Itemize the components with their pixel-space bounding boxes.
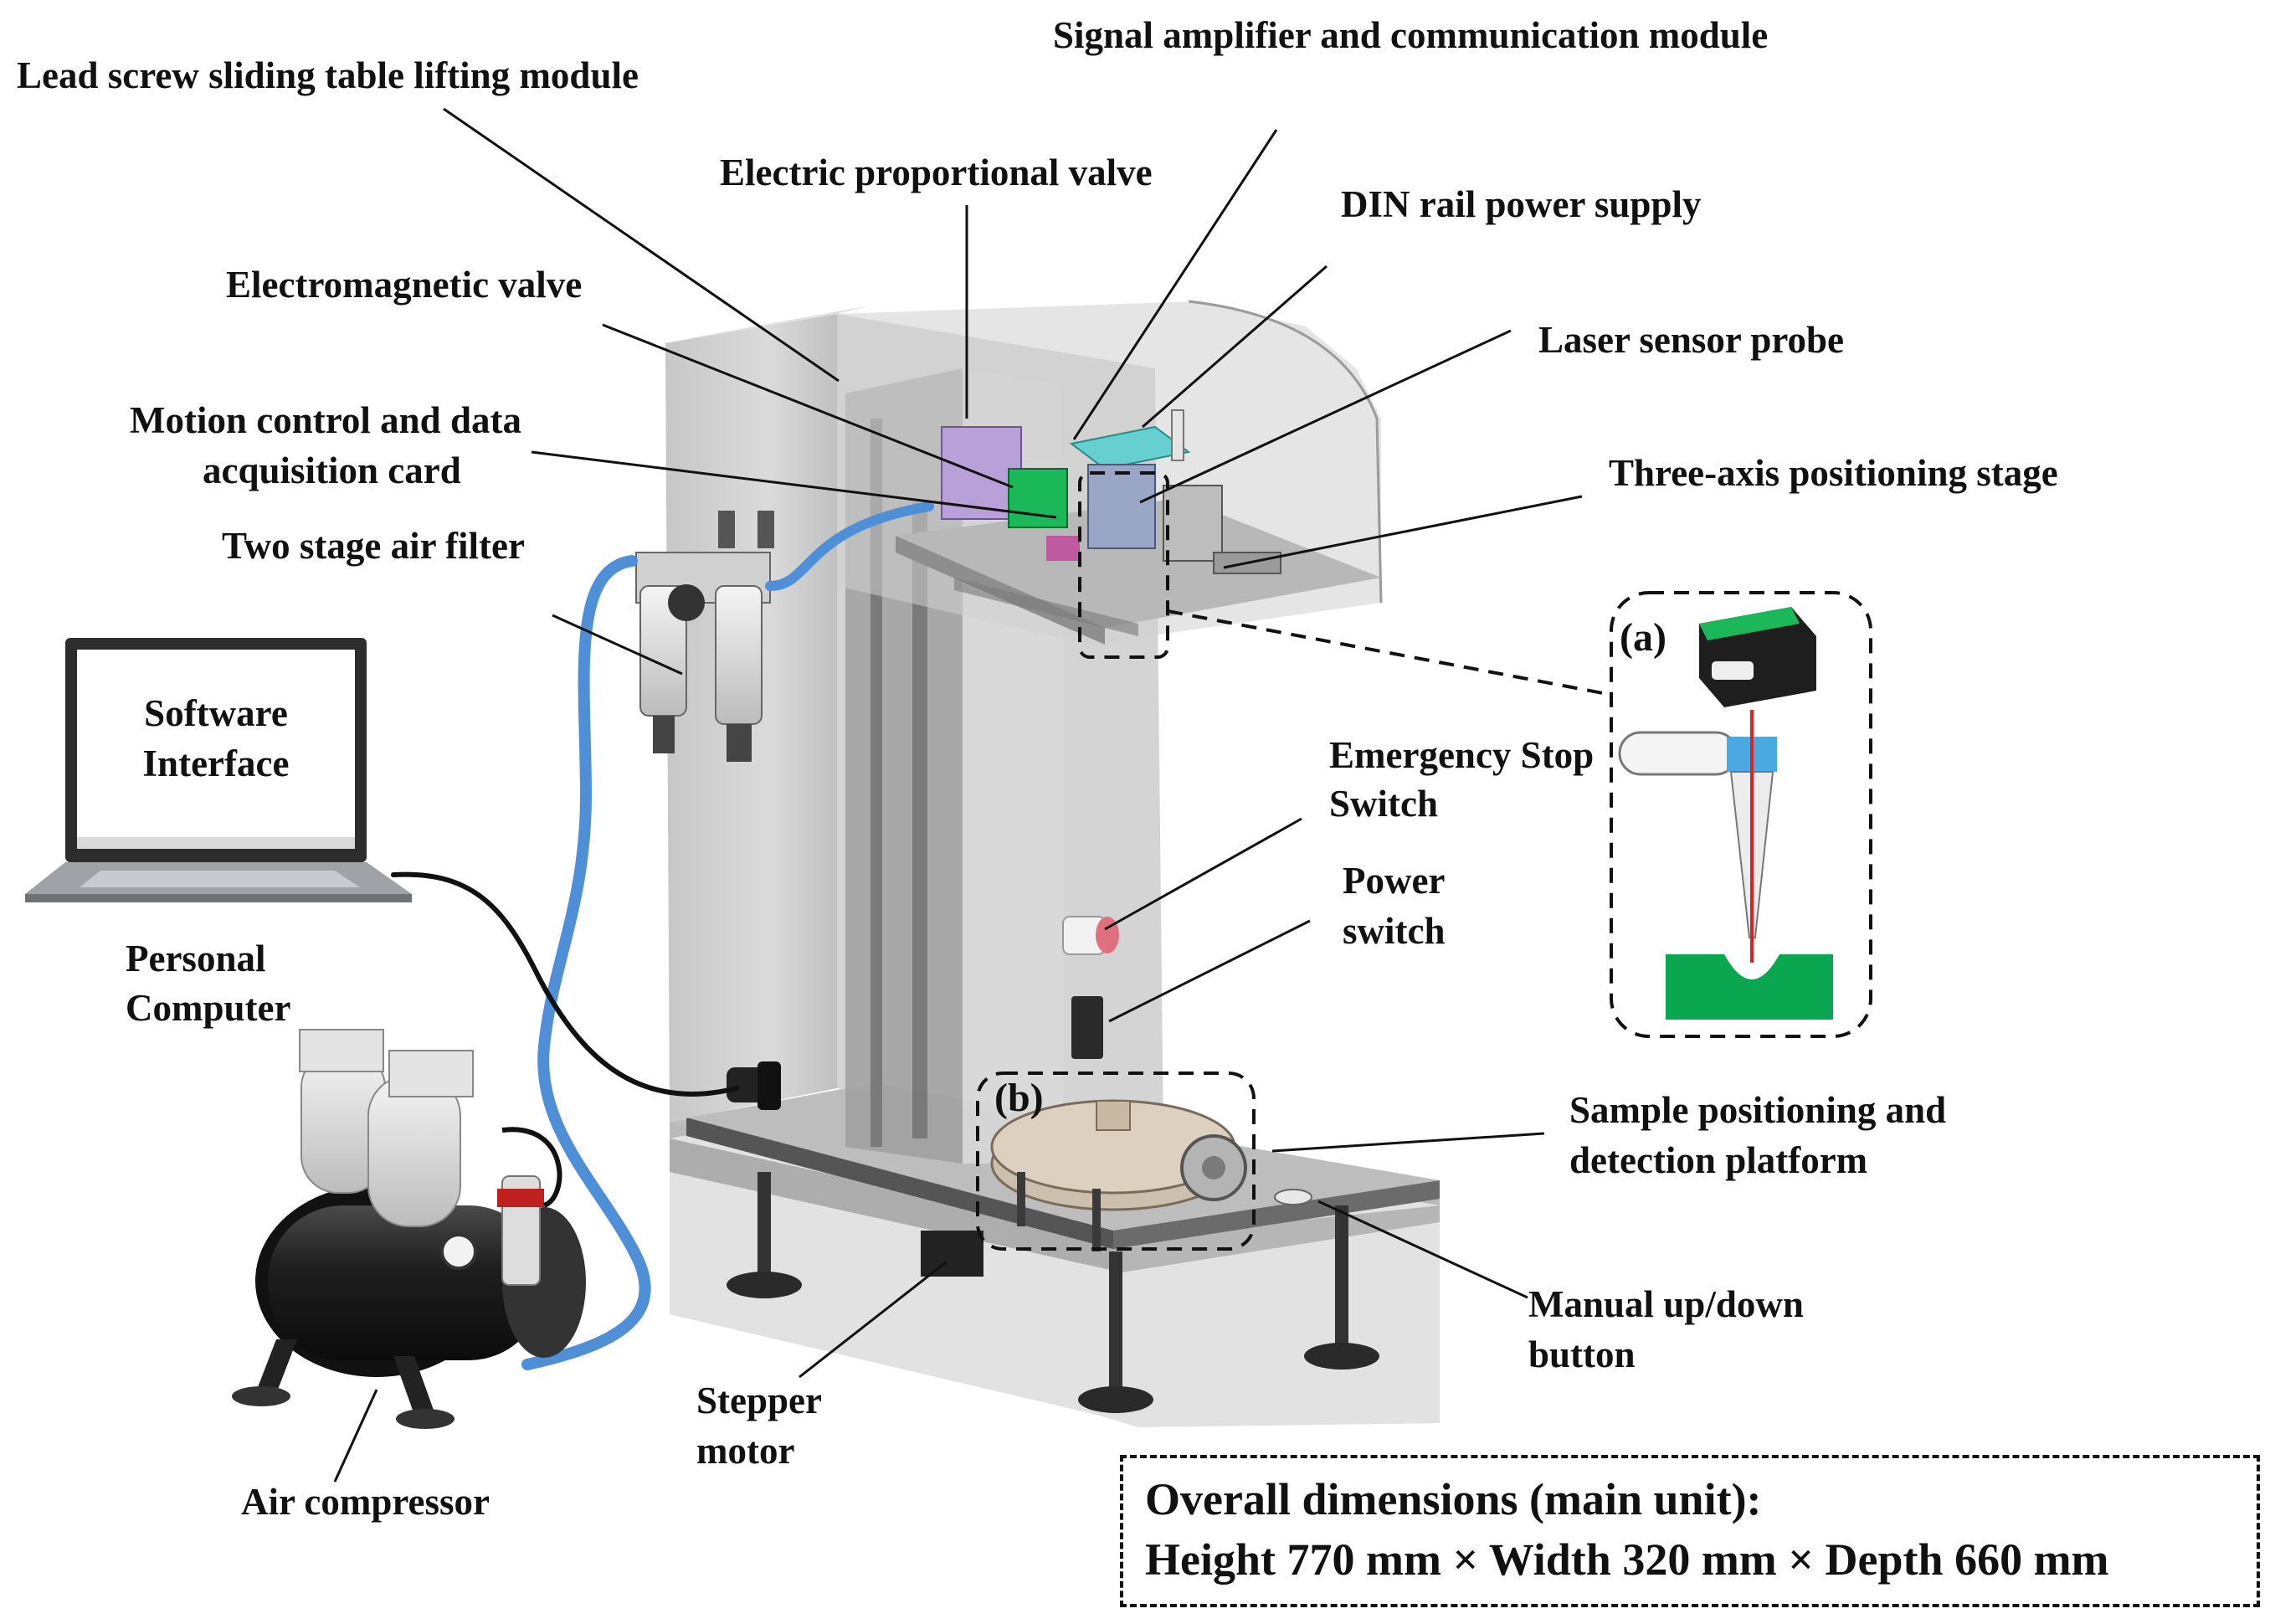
air-compressor <box>232 1029 586 1429</box>
label-three-axis-stage: Three-axis positioning stage <box>1609 452 2058 494</box>
label-lead-screw-module: Lead screw sliding table lifting module <box>17 54 639 96</box>
software-line1: Software <box>144 692 288 734</box>
overall-dimensions-box: Overall dimensions (main unit): Height 7… <box>1120 1455 2260 1607</box>
cabinet-tower <box>665 300 1383 1164</box>
label-power-switch-line2: switch <box>1343 910 1446 952</box>
label-motion-control-line1: Motion control and data <box>130 399 521 441</box>
label-sample-platform-line2: detection platform <box>1569 1139 1868 1181</box>
dimensions-line1: Overall dimensions (main unit): <box>1145 1474 1762 1524</box>
label-power-switch-line1: Power <box>1343 860 1446 902</box>
hoses <box>391 501 934 1370</box>
air-filter <box>635 511 774 762</box>
sample-platform <box>976 1072 1256 1251</box>
label-personal-computer-line1: Personal <box>126 938 266 979</box>
label-laser-sensor-probe: Laser sensor probe <box>1538 319 1845 361</box>
label-software-interface: Software Interface <box>77 688 355 789</box>
label-detail-b: (b) <box>994 1076 1044 1120</box>
label-emergency-stop-line1: Emergency Stop <box>1329 734 1595 776</box>
label-sample-platform-line1: Sample positioning and <box>1569 1089 1947 1131</box>
software-line2: Interface <box>142 743 290 784</box>
label-air-filter: Two stage air filter <box>222 525 525 567</box>
label-detail-a: (a) <box>1620 615 1666 660</box>
detail-a-inset <box>1167 591 1872 1038</box>
label-manual-button-line1: Manual up/down <box>1528 1283 1804 1325</box>
dimensions-line2: Height 770 mm × Width 320 mm × Depth 660… <box>1145 1534 2109 1585</box>
label-manual-button-line2: button <box>1528 1334 1636 1375</box>
label-din-rail-power: DIN rail power supply <box>1341 183 1702 225</box>
label-stepper-motor-line1: Stepper <box>696 1380 822 1421</box>
label-electric-proportional-valve: Electric proportional valve <box>720 152 1153 193</box>
label-signal-amplifier: Signal amplifier and communication modul… <box>1053 14 1769 56</box>
label-motion-control-line2: acquisition card <box>203 450 461 491</box>
leader-lines <box>333 107 1583 1483</box>
laptop <box>25 638 412 902</box>
label-electromagnetic-valve: Electromagnetic valve <box>226 264 583 306</box>
label-emergency-stop-line2: Switch <box>1329 783 1439 825</box>
label-air-compressor: Air compressor <box>241 1481 490 1523</box>
label-stepper-motor-line2: motor <box>696 1430 795 1472</box>
label-personal-computer-line2: Computer <box>126 987 291 1029</box>
